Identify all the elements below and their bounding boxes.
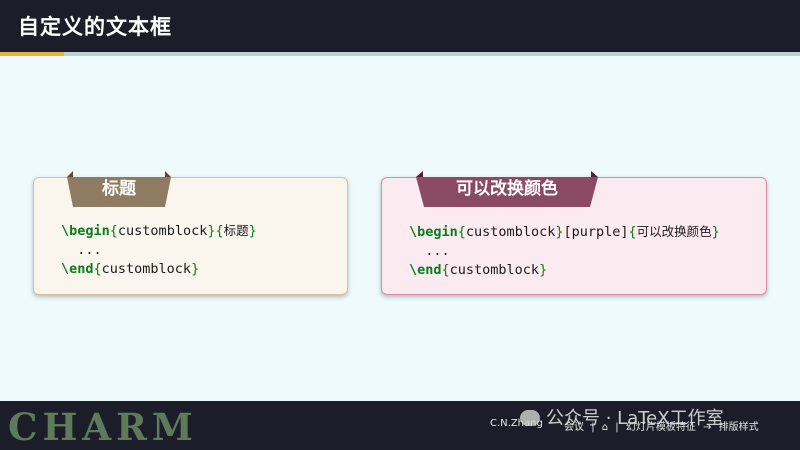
nav-arrow: → bbox=[703, 422, 712, 433]
code-env: customblock bbox=[449, 262, 540, 278]
home-icon[interactable]: ⌂ bbox=[601, 422, 609, 433]
code-arg: 标题 bbox=[223, 223, 249, 238]
wechat-icon bbox=[520, 410, 540, 426]
code-dots: ... bbox=[425, 243, 450, 259]
nav-separator: | bbox=[615, 422, 619, 433]
nav-separator: | bbox=[591, 422, 595, 433]
header-bar: 自定义的文本框 bbox=[0, 0, 800, 52]
code-keyword: \begin bbox=[61, 223, 110, 239]
code-brace: { bbox=[457, 224, 466, 240]
code-brace: { bbox=[441, 262, 450, 278]
code-env: customblock bbox=[465, 224, 556, 240]
code-brace: } bbox=[191, 261, 200, 277]
footer-nav: 会议 | ⌂ | 幻灯片模板特征 → 排版样式 bbox=[564, 418, 763, 433]
code-brace: } bbox=[539, 262, 548, 278]
watermark: 公众号 · LaTeX工作室 bbox=[520, 404, 724, 430]
slide-title: 自定义的文本框 bbox=[18, 15, 172, 39]
code-arg: 可以改换颜色 bbox=[636, 224, 712, 239]
code-keyword: \end bbox=[409, 262, 442, 278]
code-brace: } bbox=[248, 223, 257, 239]
code-brace: { bbox=[215, 223, 224, 239]
code-keyword: \end bbox=[61, 261, 94, 277]
nav-link-subsection[interactable]: 幻灯片模板特征 bbox=[625, 422, 696, 433]
nav-link-section[interactable]: 会议 bbox=[564, 422, 584, 433]
code-env: customblock bbox=[101, 261, 192, 277]
code-brace: } bbox=[555, 224, 564, 240]
block-title-label: 可以改换颜色 bbox=[456, 179, 558, 199]
code-brace: { bbox=[109, 223, 118, 239]
code-brace: } bbox=[711, 224, 720, 240]
watermark-text: 公众号 · LaTeX工作室 bbox=[546, 408, 724, 429]
code-brace: } bbox=[207, 223, 216, 239]
code-sample: \begin{customblock}[purple]{可以改换颜色} ... … bbox=[409, 222, 720, 280]
ribbon-shape bbox=[67, 171, 171, 207]
block-title-label: 标题 bbox=[102, 179, 136, 199]
code-dots: ... bbox=[77, 242, 102, 258]
code-brace: { bbox=[93, 261, 102, 277]
charm-logo: CHARM bbox=[8, 405, 198, 449]
code-env: customblock bbox=[117, 223, 208, 239]
code-option: [purple] bbox=[563, 224, 629, 240]
block-title-ribbon: 标题 bbox=[67, 171, 171, 209]
code-brace: { bbox=[628, 224, 637, 240]
ribbon-shape bbox=[416, 171, 598, 207]
header-divider bbox=[0, 52, 800, 56]
code-sample: \begin{customblock}{标题} ... \end{customb… bbox=[61, 221, 257, 279]
footer-author: C.N.Zhang bbox=[490, 418, 543, 429]
nav-link-current[interactable]: 排版样式 bbox=[718, 422, 759, 433]
footer-bar: CHARM bbox=[0, 401, 800, 450]
code-keyword: \begin bbox=[409, 224, 458, 240]
block-title-ribbon: 可以改换颜色 bbox=[416, 171, 598, 209]
header-divider-accent bbox=[0, 52, 64, 56]
